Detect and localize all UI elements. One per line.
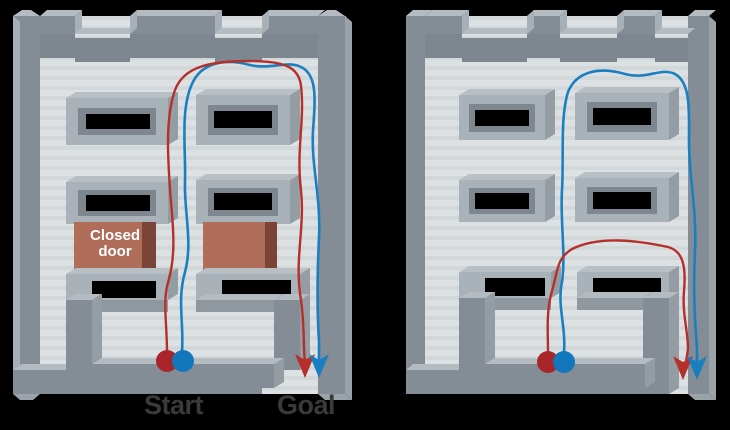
crenellation-left (40, 10, 325, 62)
interior-block-row3-left (66, 268, 310, 370)
maze-svg-left (13, 10, 352, 400)
start-marker-red-left (156, 350, 178, 372)
goal-arrow-red-right (673, 356, 693, 380)
maze-panel-left: Closed door (13, 10, 352, 400)
interior-block-row1-right (459, 87, 679, 140)
blue-trajectory-right (559, 69, 699, 364)
maze-panel-right (365, 0, 730, 430)
start-marker-red-right (537, 351, 559, 373)
interior-block-row2-left (66, 174, 300, 224)
interior-block-row1-left (66, 89, 300, 145)
crenellation-right (425, 10, 695, 62)
start-marker-blue-left (172, 350, 194, 372)
goal-arrow-blue-left (309, 354, 329, 378)
maze-svg-right (406, 10, 716, 400)
goal-arrow-blue-right (687, 356, 707, 380)
door-left-center[interactable] (203, 222, 277, 274)
interior-block-row2-right (459, 172, 679, 222)
interior-block-row3-right (459, 266, 679, 394)
red-trajectory-left (164, 59, 307, 363)
start-label: Start (144, 390, 204, 420)
goal-label: Goal (277, 390, 336, 420)
door-left-labeled[interactable] (74, 222, 156, 274)
start-marker-blue-right (553, 351, 575, 373)
red-trajectory-right (546, 239, 690, 364)
blue-trajectory-left (179, 60, 321, 363)
goal-arrow-red-left (295, 354, 315, 378)
